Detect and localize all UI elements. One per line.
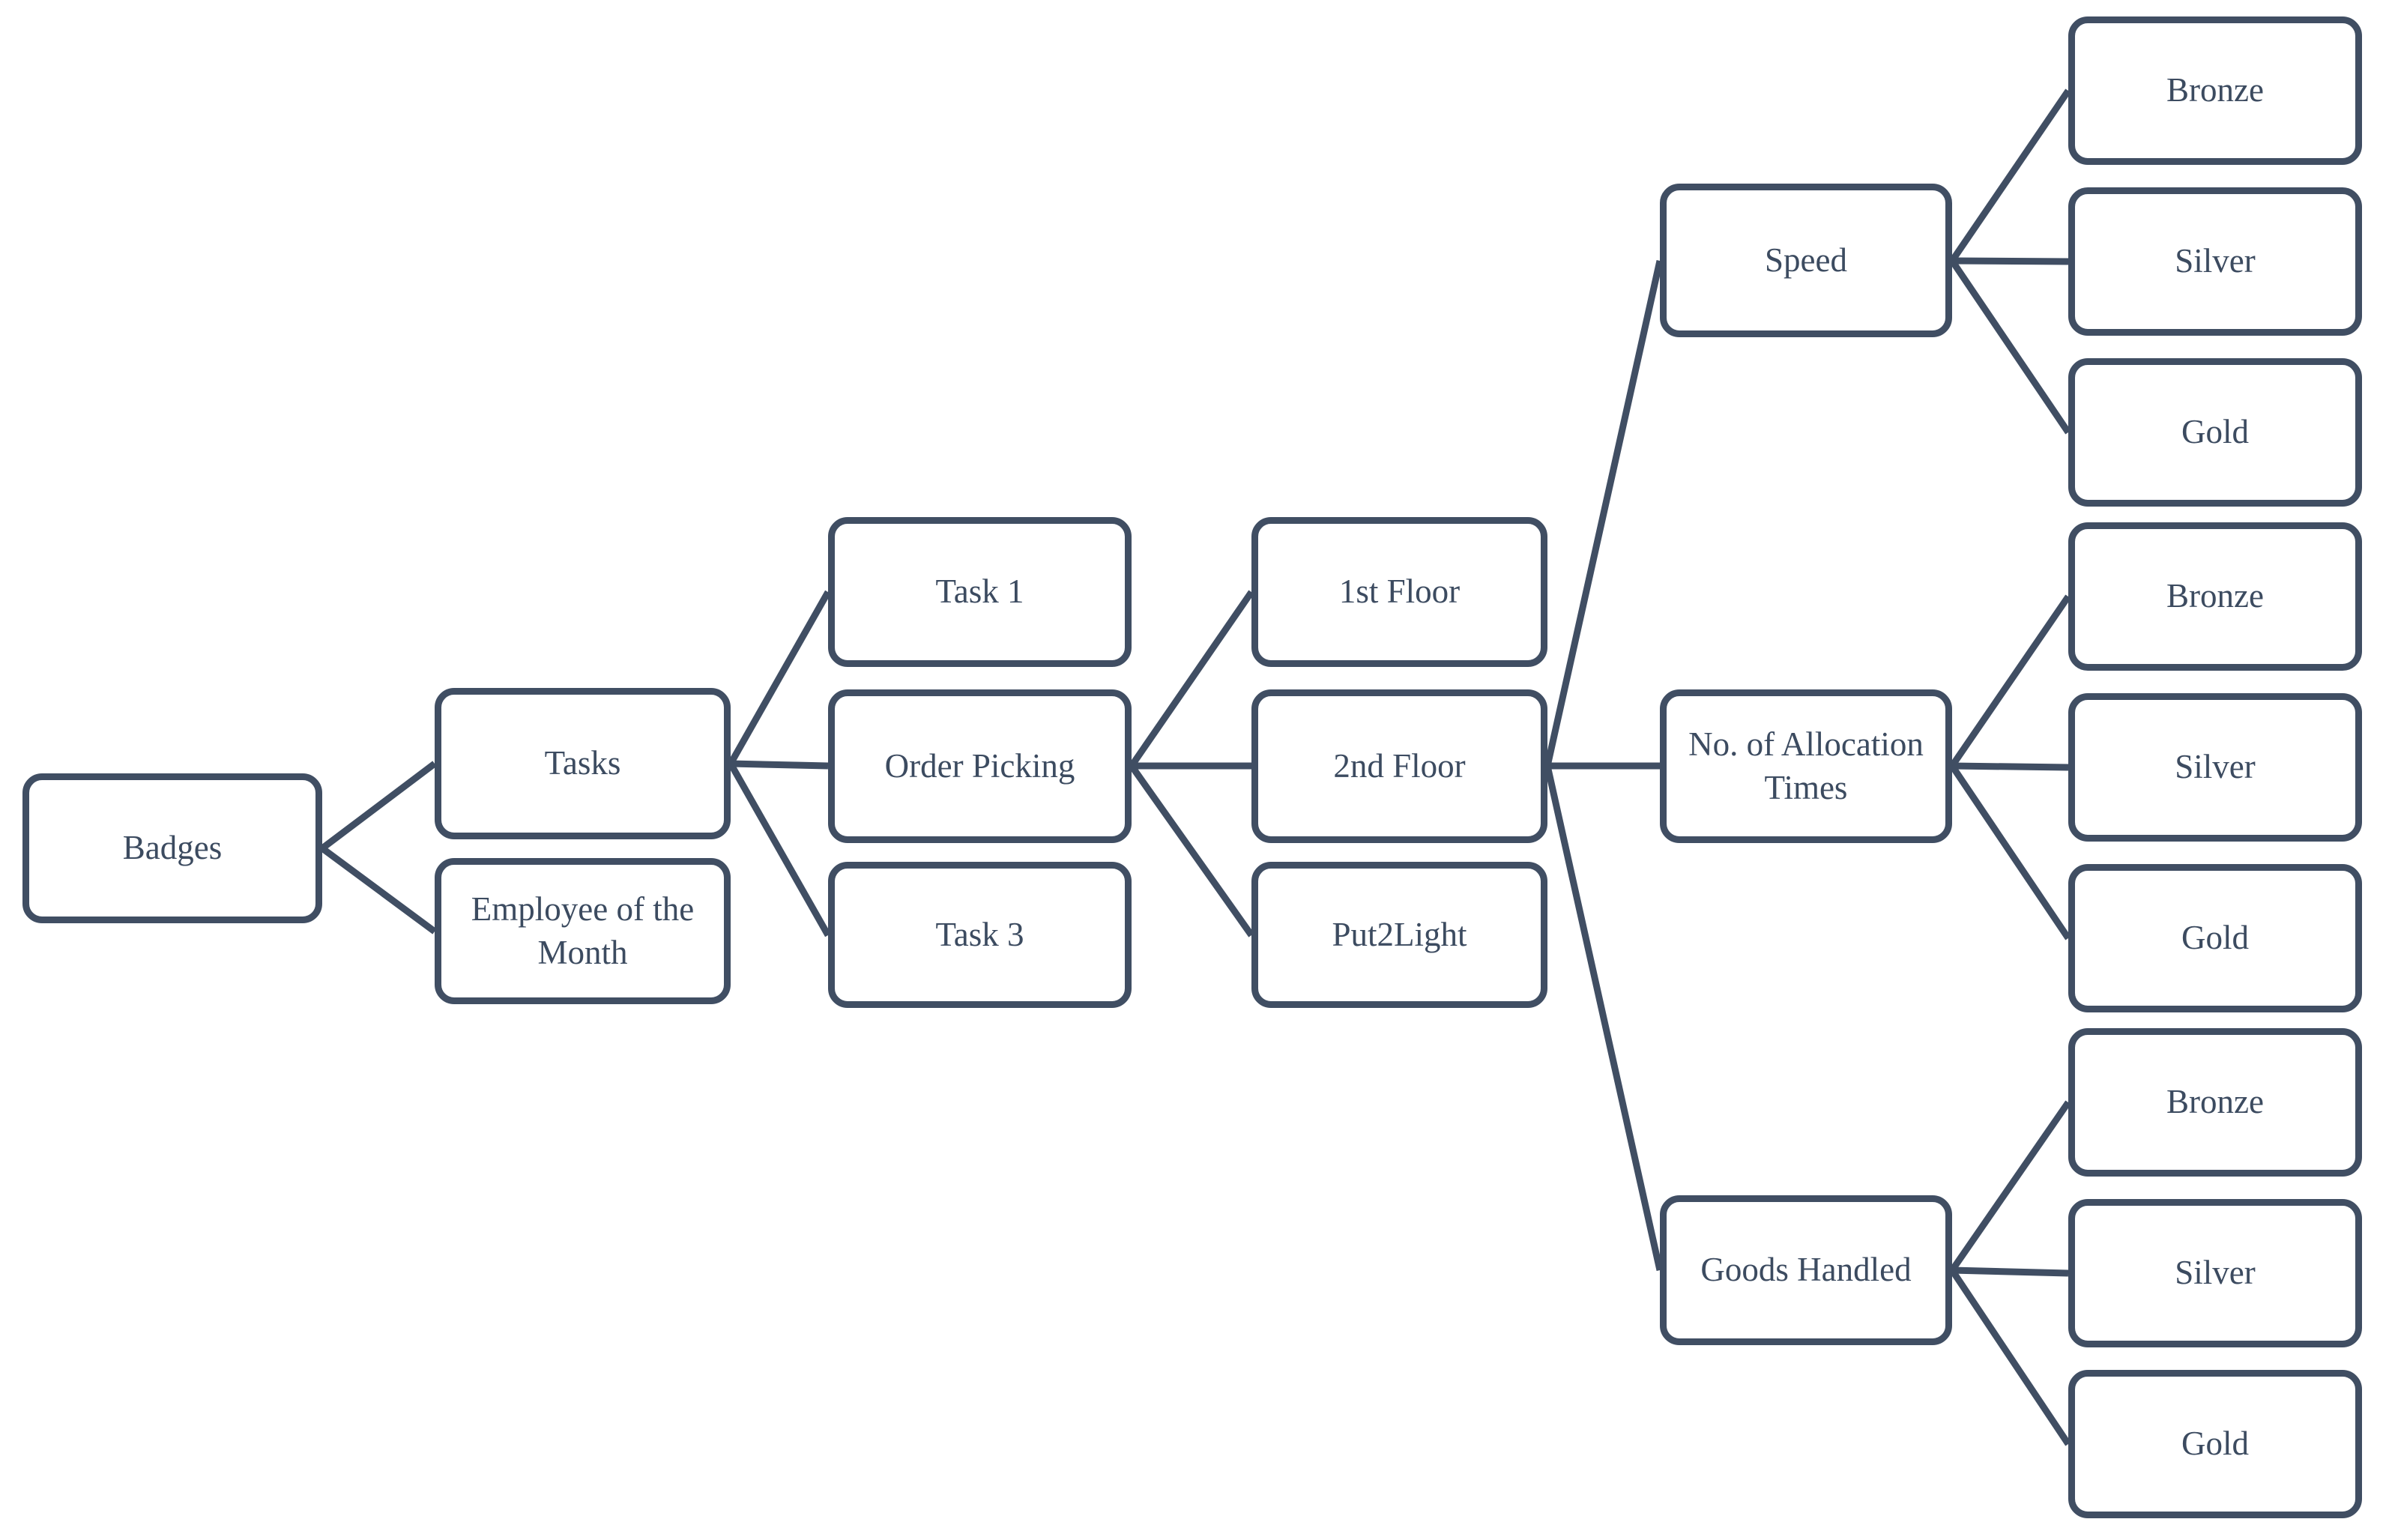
- node-2nd-floor[interactable]: 2nd Floor: [1251, 689, 1547, 843]
- edge-tasks-to-task1: [728, 590, 831, 766]
- node-label: Bronze: [2166, 577, 2264, 615]
- node-label: Bronze: [2166, 71, 2264, 109]
- node-goods-handled[interactable]: Goods Handled: [1660, 1195, 1952, 1345]
- node-label: Speed: [1765, 241, 1847, 279]
- node-badges[interactable]: Badges: [22, 773, 322, 923]
- node-label: Goods Handled: [1700, 1251, 1912, 1289]
- node-1st-floor[interactable]: 1st Floor: [1251, 517, 1547, 667]
- node-allocation-silver[interactable]: Silver: [2068, 693, 2362, 842]
- edge-root-to-tasks: [320, 761, 437, 851]
- edge-tasks-to-order_picking: [730, 760, 829, 770]
- edge-order_picking-to-floor1: [1129, 590, 1254, 768]
- edge-speed-to-speed_silver: [1951, 257, 2069, 265]
- edge-goods-to-goods_bronze: [1949, 1100, 2071, 1272]
- edge-allocation-to-alloc_bronze: [1949, 594, 2071, 768]
- node-label: 2nd Floor: [1333, 746, 1466, 785]
- node-label: Silver: [2175, 1254, 2256, 1292]
- edge-speed-to-speed_bronze: [1949, 88, 2071, 263]
- node-goods-bronze[interactable]: Bronze: [2068, 1028, 2362, 1177]
- node-label: Badges: [122, 829, 223, 867]
- node-label: Gold: [2181, 919, 2249, 957]
- edge-goods-to-goods_silver: [1951, 1266, 2069, 1277]
- node-label: Gold: [2181, 413, 2249, 451]
- node-tasks[interactable]: Tasks: [435, 688, 731, 839]
- node-goods-gold[interactable]: Gold: [2068, 1370, 2362, 1518]
- edge-allocation-to-alloc_gold: [1949, 764, 2071, 940]
- node-label: Tasks: [544, 744, 621, 782]
- node-speed-bronze[interactable]: Bronze: [2068, 16, 2362, 165]
- node-task-1[interactable]: Task 1: [828, 517, 1132, 667]
- node-label: Silver: [2175, 748, 2256, 786]
- node-label: Gold: [2181, 1425, 2249, 1463]
- node-speed-silver[interactable]: Silver: [2068, 187, 2362, 336]
- node-label: Silver: [2175, 242, 2256, 280]
- node-label: Task 1: [935, 573, 1024, 611]
- node-task-3[interactable]: Task 3: [828, 862, 1132, 1008]
- node-label: Order Picking: [884, 746, 1075, 785]
- node-allocation-bronze[interactable]: Bronze: [2068, 522, 2362, 671]
- edge-order_picking-to-put2light: [1129, 764, 1254, 937]
- node-label: Bronze: [2166, 1083, 2264, 1121]
- edge-speed-to-speed_gold: [1949, 259, 2071, 435]
- edge-allocation-to-alloc_silver: [1951, 762, 2069, 771]
- node-label: 1st Floor: [1338, 573, 1461, 611]
- edge-floor2-to-speed: [1544, 260, 1664, 767]
- node-order-picking[interactable]: Order Picking: [828, 689, 1132, 843]
- node-label: Put2Light: [1332, 915, 1467, 953]
- edge-floor2-to-goods: [1544, 765, 1664, 1271]
- node-speed-gold[interactable]: Gold: [2068, 358, 2362, 507]
- node-label: Task 3: [935, 915, 1024, 953]
- edge-goods-to-goods_gold: [1949, 1268, 2071, 1446]
- edge-tasks-to-task3: [728, 761, 831, 937]
- node-goods-silver[interactable]: Silver: [2068, 1199, 2362, 1347]
- edge-root-to-employee_of_the_month: [320, 845, 437, 934]
- node-put2light[interactable]: Put2Light: [1251, 862, 1547, 1008]
- node-allocation-gold[interactable]: Gold: [2068, 864, 2362, 1012]
- node-speed[interactable]: Speed: [1660, 184, 1952, 337]
